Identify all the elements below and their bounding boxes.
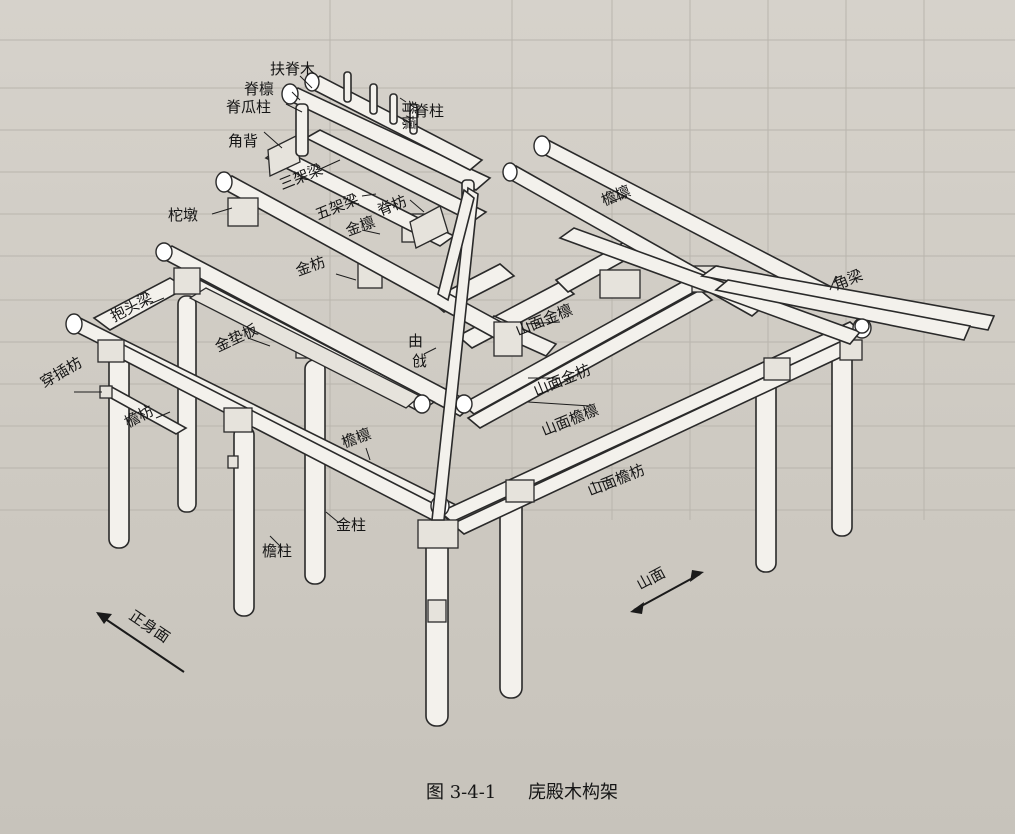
label-you-qiang: 由 (408, 332, 423, 350)
hip-brace (431, 186, 479, 521)
gable-eave-tie-beam (450, 339, 858, 535)
column-tenon (427, 599, 447, 623)
caption-number: 图 3-4-1 (426, 782, 496, 803)
label-ji-lin-left: 脊檩 (244, 80, 274, 98)
label-you-qiang-2: 戗 (412, 352, 427, 370)
label-shan-mian-yan-lin: 山面檐檩 (539, 401, 601, 440)
ridge-stake (389, 93, 398, 125)
background-table-grid (0, 0, 1015, 520)
ridge-stake (369, 83, 378, 115)
direction-indicators: 正身面 山面 (96, 564, 704, 673)
ridge-tie-beam (304, 129, 488, 223)
gold-column (304, 359, 326, 585)
eave-column (233, 425, 255, 617)
label-tuo-dun: 柁墩 (168, 206, 198, 224)
label-yan-lin: 檐檩 (339, 425, 373, 452)
front-direction-arrow (97, 613, 185, 673)
ridge-level-members (215, 71, 523, 521)
beam-pier (227, 197, 259, 227)
corner-brace (267, 135, 301, 177)
label-jin-fang: 金枋 (293, 253, 327, 280)
label-yan-zhu: 檐柱 (262, 542, 292, 560)
label-jin-lin: 金檩 (343, 213, 377, 240)
eave-column (108, 351, 130, 549)
ridge-king-post (295, 103, 309, 157)
label-front-direction: 正身面 (126, 606, 173, 646)
ridge-stake (409, 103, 418, 135)
eave-column (831, 339, 853, 537)
label-jiao-bei: 角背 (228, 132, 258, 150)
figure-caption: 图 3-4-1 庑殿木构架 (426, 782, 618, 803)
label-jin-zhu: 金柱 (336, 516, 366, 534)
label-bao-tou-liang: 抱头梁 (107, 289, 155, 326)
label-ji-gua-zhu: 脊瓜柱 (226, 98, 271, 116)
columns (108, 295, 853, 727)
eave-column (499, 491, 523, 699)
ridge-stake (343, 71, 352, 103)
caption-title: 庑殿木构架 (528, 782, 618, 803)
eave-column (755, 371, 777, 573)
gable-direction-arrow (633, 573, 701, 611)
label-ji-lin-top: 脊檩 (400, 100, 418, 130)
label-jin-dian-ban: 金垫板 (212, 320, 260, 355)
label-chuan-cha-fang: 穿插枋 (37, 353, 85, 391)
leader-lines (74, 75, 837, 549)
gable-gold-tie-beam (466, 289, 714, 429)
label-gable-direction: 山面 (633, 564, 668, 594)
label-fu-ji-mu: 扶脊木 (270, 60, 315, 78)
eave-level-members (65, 313, 872, 549)
gable-overhang (502, 135, 996, 345)
gold-column (177, 295, 197, 513)
front-corner-column (425, 519, 449, 727)
label-ji-zhu: 脊柱 (414, 102, 444, 120)
